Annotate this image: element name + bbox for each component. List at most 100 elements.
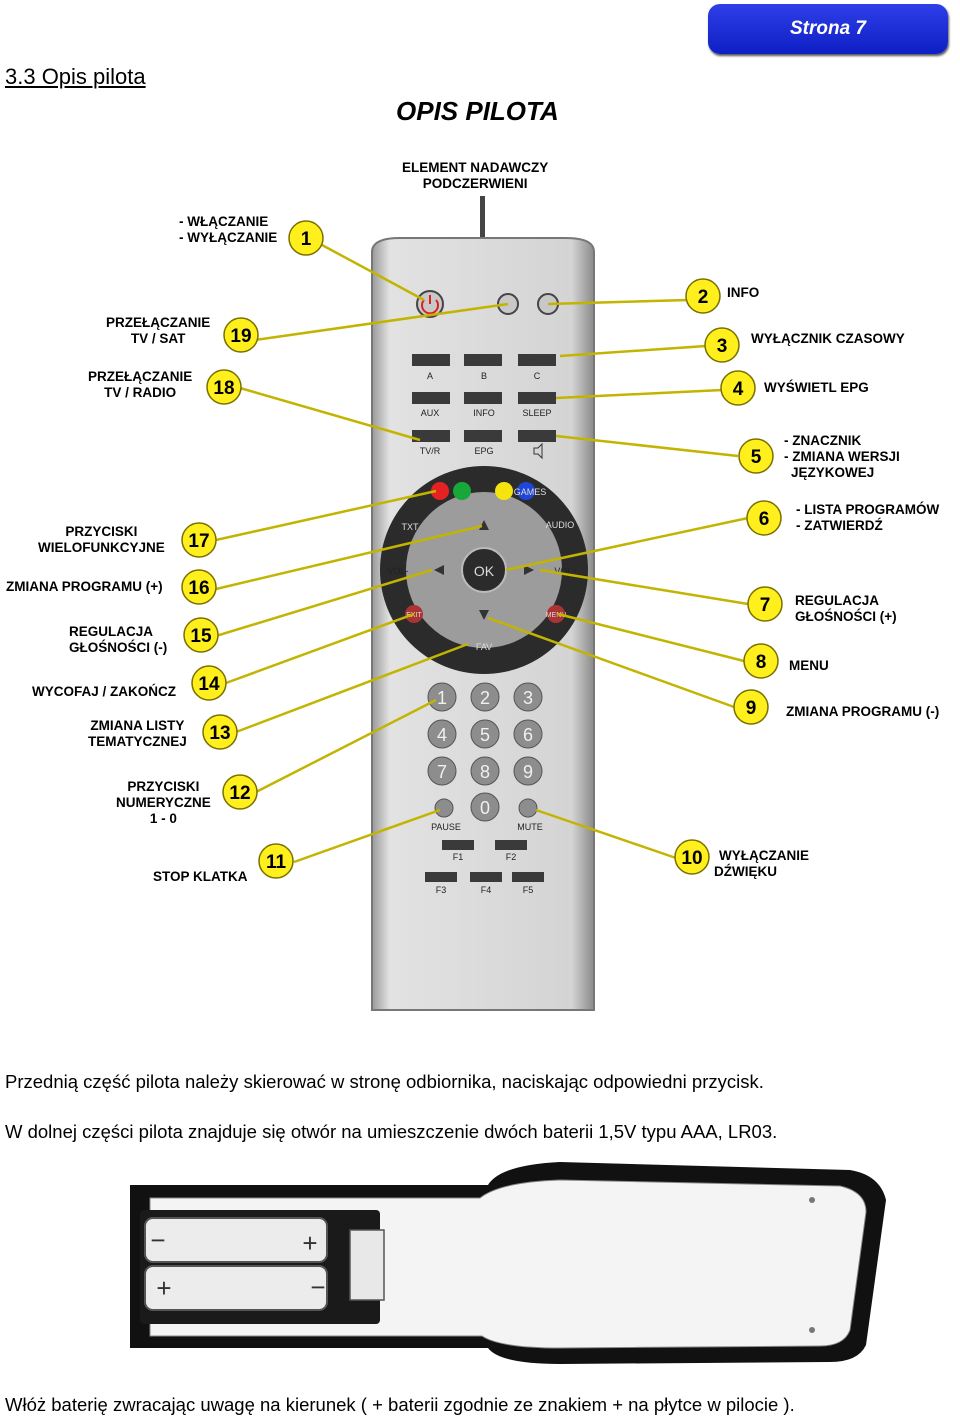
callout-number-15: 15 bbox=[190, 626, 212, 647]
callout-number-2: 2 bbox=[698, 287, 709, 308]
arrow-up-icon[interactable] bbox=[479, 520, 489, 530]
label-show-epg: WYŚWIETL EPG bbox=[764, 380, 869, 395]
callout-number-13: 13 bbox=[209, 723, 230, 744]
key-label-c: C bbox=[534, 371, 541, 381]
callout-18 bbox=[206, 369, 242, 405]
label-program-list: - LISTA PROGRAMÓW- ZATWIERDŹ bbox=[796, 502, 940, 533]
label-program-down: ZMIANA PROGRAMU (-) bbox=[786, 704, 940, 719]
callout-2 bbox=[685, 278, 721, 314]
paragraph-battery-slot: W dolnej części pilota znajduje się otwó… bbox=[5, 1121, 778, 1142]
ok-label: OK bbox=[474, 563, 495, 579]
callout-10 bbox=[674, 839, 710, 875]
callout-16 bbox=[181, 569, 217, 605]
battery-bottom-plus: + bbox=[156, 1273, 171, 1303]
txt-label: TXT bbox=[402, 522, 420, 532]
key-4[interactable]: 4 bbox=[437, 725, 447, 745]
callout-number-12: 12 bbox=[229, 783, 250, 804]
label-power: - WŁĄCZANIE- WYŁĄCZANIE bbox=[179, 214, 278, 245]
callout-number-1: 1 bbox=[301, 229, 312, 250]
battery-top-minus: − bbox=[150, 1225, 165, 1255]
key-label-aux: AUX bbox=[421, 408, 440, 418]
key-9[interactable]: 9 bbox=[523, 762, 533, 782]
callout-9 bbox=[733, 689, 769, 725]
callout-3 bbox=[704, 327, 740, 363]
label-sleep-timer: WYŁĄCZNIK CZASOWY bbox=[751, 331, 905, 346]
key-6[interactable]: 6 bbox=[523, 725, 533, 745]
button-rows bbox=[412, 354, 556, 442]
key-3[interactable]: 3 bbox=[523, 688, 533, 708]
menu-button[interactable] bbox=[547, 605, 565, 623]
callout-number-9: 9 bbox=[746, 698, 757, 719]
callout-5 bbox=[738, 438, 774, 474]
callout-number-6: 6 bbox=[759, 509, 770, 530]
arrow-down-icon[interactable] bbox=[479, 610, 489, 620]
ir-emitter-stem bbox=[480, 196, 485, 244]
battery-bottom-minus: − bbox=[310, 1272, 325, 1302]
callout-15 bbox=[183, 617, 219, 653]
f1-button[interactable] bbox=[442, 840, 474, 850]
f2-label: F2 bbox=[506, 852, 517, 862]
screw-hole-bottom bbox=[809, 1327, 815, 1333]
blue-button[interactable] bbox=[517, 482, 535, 500]
f4-button[interactable] bbox=[470, 872, 502, 882]
f2-button[interactable] bbox=[495, 840, 527, 850]
battery-cover-clip bbox=[349, 1229, 385, 1301]
callout-12 bbox=[222, 774, 258, 810]
callout-13 bbox=[202, 714, 238, 750]
arrow-left-icon[interactable] bbox=[434, 565, 444, 575]
speaker-icon bbox=[533, 442, 543, 460]
yellow-button[interactable] bbox=[495, 482, 513, 500]
callout-number-14: 14 bbox=[198, 674, 220, 695]
callout-number-10: 10 bbox=[681, 848, 702, 869]
callout-number-17: 17 bbox=[188, 531, 209, 552]
key-label-b: B bbox=[481, 371, 487, 381]
vol-minus-label: VOL- bbox=[387, 566, 408, 576]
screw-hole-top bbox=[809, 1197, 815, 1203]
callout-8 bbox=[743, 643, 779, 679]
label-exit: WYCOFAJ / ZAKOŃCZ bbox=[32, 684, 176, 699]
key-2[interactable]: 2 bbox=[480, 688, 490, 708]
callout-4 bbox=[720, 370, 756, 406]
red-button[interactable] bbox=[431, 482, 449, 500]
callout-number-5: 5 bbox=[751, 447, 762, 468]
key-5[interactable]: 5 bbox=[480, 725, 490, 745]
key-1[interactable]: 1 bbox=[437, 688, 447, 708]
f5-button[interactable] bbox=[512, 872, 544, 882]
key-0[interactable]: 0 bbox=[480, 798, 490, 818]
leader-lines bbox=[215, 243, 749, 864]
callout-1 bbox=[288, 220, 324, 256]
document-title: OPIS PILOTA bbox=[396, 96, 559, 126]
battery-bottom bbox=[144, 1265, 328, 1311]
green-button[interactable] bbox=[453, 482, 471, 500]
key-7[interactable]: 7 bbox=[437, 762, 447, 782]
f5-label: F5 bbox=[523, 885, 534, 895]
f3-button[interactable] bbox=[425, 872, 457, 882]
fav-label: FAV bbox=[476, 642, 492, 652]
callout-17 bbox=[181, 522, 217, 558]
callout-number-18: 18 bbox=[213, 378, 234, 399]
mute-label: MUTE bbox=[517, 822, 543, 832]
key-label-tvr: TV/R bbox=[420, 446, 441, 456]
key-label-epg: EPG bbox=[474, 446, 493, 456]
arrow-right-icon[interactable] bbox=[524, 565, 534, 575]
power-icon bbox=[421, 299, 439, 315]
key-label-sleep: SLEEP bbox=[522, 408, 551, 418]
callout-number-16: 16 bbox=[188, 578, 209, 599]
callout-number-19: 19 bbox=[230, 326, 251, 347]
callout-19 bbox=[223, 317, 259, 353]
page-number-badge: Strona 7 bbox=[708, 4, 948, 54]
f1-label: F1 bbox=[453, 852, 464, 862]
key-8[interactable]: 8 bbox=[480, 762, 490, 782]
callout-7 bbox=[747, 586, 783, 622]
key-label-info: INFO bbox=[473, 408, 495, 418]
paragraph-aim-remote: Przednią część pilota należy skierować w… bbox=[5, 1071, 764, 1092]
audio-label: AUDIO bbox=[546, 520, 575, 530]
